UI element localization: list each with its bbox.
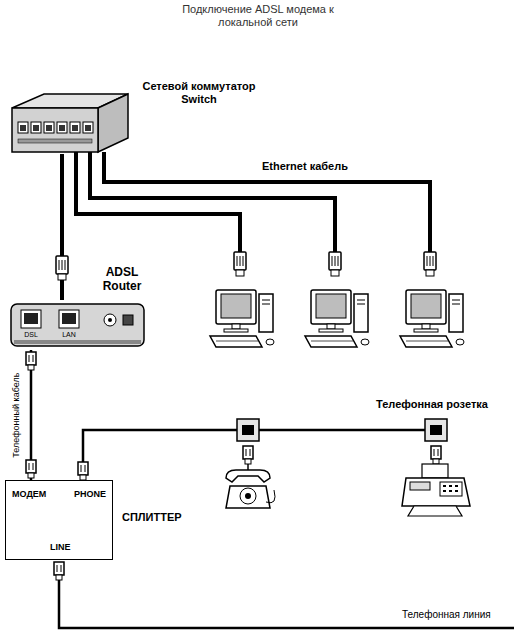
diagram-title: Подключение ADSL модема к локальной сети xyxy=(178,3,338,28)
pc-icon xyxy=(210,290,274,347)
telephone-icon xyxy=(226,470,275,508)
switch-front xyxy=(12,108,98,152)
device-heading: Сетевой коммутатор Switch xyxy=(134,80,264,105)
switch-port xyxy=(44,122,54,133)
network-switch: Сетевой коммутатор Switch xyxy=(10,92,130,154)
switch-side xyxy=(98,94,128,152)
fax-icon xyxy=(402,464,470,516)
rj11-plug xyxy=(78,462,88,480)
switch-port xyxy=(70,122,80,133)
router-port xyxy=(59,310,79,328)
telephone-line xyxy=(59,580,514,628)
rj45-plug xyxy=(234,252,246,276)
cable-label: Телефонный кабель xyxy=(11,372,21,459)
switch-led-strip xyxy=(18,139,92,143)
router-port-inner xyxy=(24,313,38,324)
switch-port-inner xyxy=(46,125,52,131)
pc-icon xyxy=(305,290,369,347)
device-heading: ADSL Router xyxy=(96,266,148,294)
switch-port xyxy=(18,122,28,133)
port-label: DSL xyxy=(20,331,42,339)
phone-socket xyxy=(425,419,447,441)
switch-port xyxy=(31,122,41,133)
port-label: МОДЕМ xyxy=(12,489,46,499)
rj11-plug xyxy=(26,460,36,478)
rj45-plug xyxy=(329,252,341,276)
phone-socket xyxy=(237,419,259,441)
rj11-plug xyxy=(243,446,253,464)
power-jack-pin xyxy=(108,318,112,322)
ethernet-cable xyxy=(76,152,430,252)
router-body xyxy=(11,304,144,346)
rj11-plug xyxy=(26,352,36,370)
port-label: LAN xyxy=(58,331,80,339)
pc-icon xyxy=(400,290,464,347)
switch-port-inner xyxy=(72,125,78,131)
router-port xyxy=(21,310,41,328)
router-port-inner xyxy=(62,313,76,324)
device-heading: СПЛИТТЕР xyxy=(122,511,182,524)
cable-label: Ethernet кабель xyxy=(262,160,348,173)
socket-label: Телефонная розетка xyxy=(376,398,488,411)
power-switch xyxy=(123,315,133,325)
router-shape xyxy=(10,300,145,350)
switch-port-inner xyxy=(20,125,26,131)
rj45-plug xyxy=(56,256,68,280)
rj11-plug xyxy=(54,562,64,580)
port-label: LINE xyxy=(50,542,71,552)
switch-port-inner xyxy=(85,125,91,131)
line-label: Телефонная линия xyxy=(402,609,491,621)
rj45-plug xyxy=(424,252,436,276)
splitter-box: МОДЕМPHONELINEСПЛИТТЕР xyxy=(5,480,113,560)
switch-port xyxy=(57,122,67,133)
port-label: PHONE xyxy=(74,489,106,499)
switch-port xyxy=(83,122,93,133)
switch-port-inner xyxy=(33,125,39,131)
switch-shape xyxy=(10,92,130,154)
adsl-router: ADSL RouterDSLLAN xyxy=(10,300,145,350)
switch-port-inner xyxy=(59,125,65,131)
rj11-plug xyxy=(431,446,441,464)
router-base xyxy=(14,340,141,344)
power-jack xyxy=(104,314,116,326)
